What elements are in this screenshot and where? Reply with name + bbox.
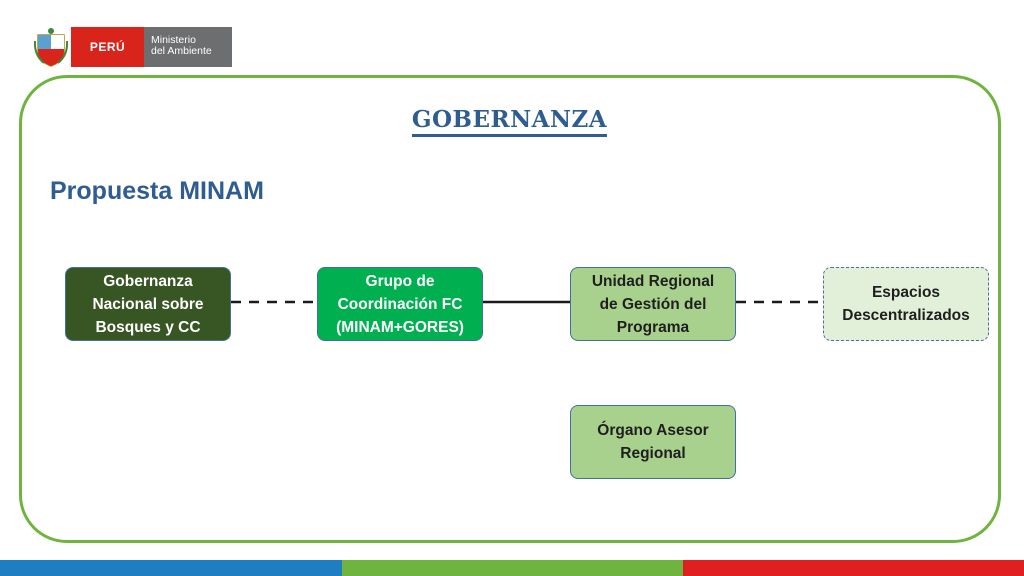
node-espacios-descentralizados-label: Espacios Descentralizados (842, 284, 970, 324)
node-unidad-regional: Unidad Regional de Gestión del Programa (570, 267, 736, 341)
ministry-label: Ministerio del Ambiente (144, 27, 232, 67)
node-grupo-coordinacion: Grupo de Coordinación FC (MINAM+GORES) (317, 267, 483, 341)
heading: GOBERNANZA (0, 106, 1024, 137)
bottom-bar-red (683, 560, 1024, 576)
ministry-line-1: Ministerio (151, 34, 196, 46)
bottom-bar-blue (0, 560, 342, 576)
node-grupo-coordinacion-label: Grupo de Coordinación FC (MINAM+GORES) (336, 272, 464, 336)
peru-label: PERÚ (71, 27, 144, 67)
ministerio-logo: PERÚ Ministerio del Ambiente (34, 27, 232, 67)
node-gobernanza-nacional-label: Gobernanza Nacional sobre Bosques y CC (92, 272, 204, 336)
coat-of-arms-icon (34, 28, 68, 67)
node-espacios-descentralizados: Espacios Descentralizados (823, 267, 989, 341)
node-organo-asesor-label: Órgano Asesor Regional (597, 422, 709, 462)
ministry-line-2: del Ambiente (151, 45, 212, 57)
heading-text: GOBERNANZA (411, 106, 608, 137)
node-gobernanza-nacional: Gobernanza Nacional sobre Bosques y CC (65, 267, 231, 341)
subtitle: Propuesta MINAM (50, 177, 264, 205)
bottom-color-bar (0, 560, 1024, 576)
bottom-bar-green (342, 560, 683, 576)
node-unidad-regional-label: Unidad Regional de Gestión del Programa (591, 272, 715, 336)
content-frame (19, 75, 1001, 543)
node-organo-asesor: Órgano Asesor Regional (570, 405, 736, 479)
